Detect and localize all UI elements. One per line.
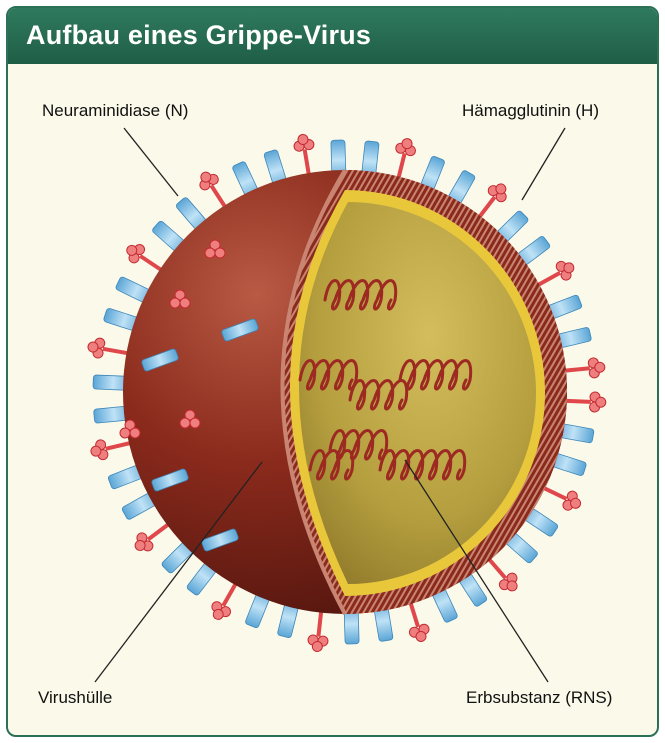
label-haemagglutinin: Hämagglutinin (H) — [462, 101, 599, 121]
neuraminidase-spike — [560, 391, 606, 413]
leader-line-neuraminidase — [124, 128, 178, 196]
leader-line-haemagglutinin — [522, 128, 565, 200]
label-envelope: Virushülle — [38, 688, 112, 708]
label-neuraminidase: Neuraminidiase (N) — [42, 101, 188, 121]
label-genome: Erbsubstanz (RNS) — [466, 688, 612, 708]
